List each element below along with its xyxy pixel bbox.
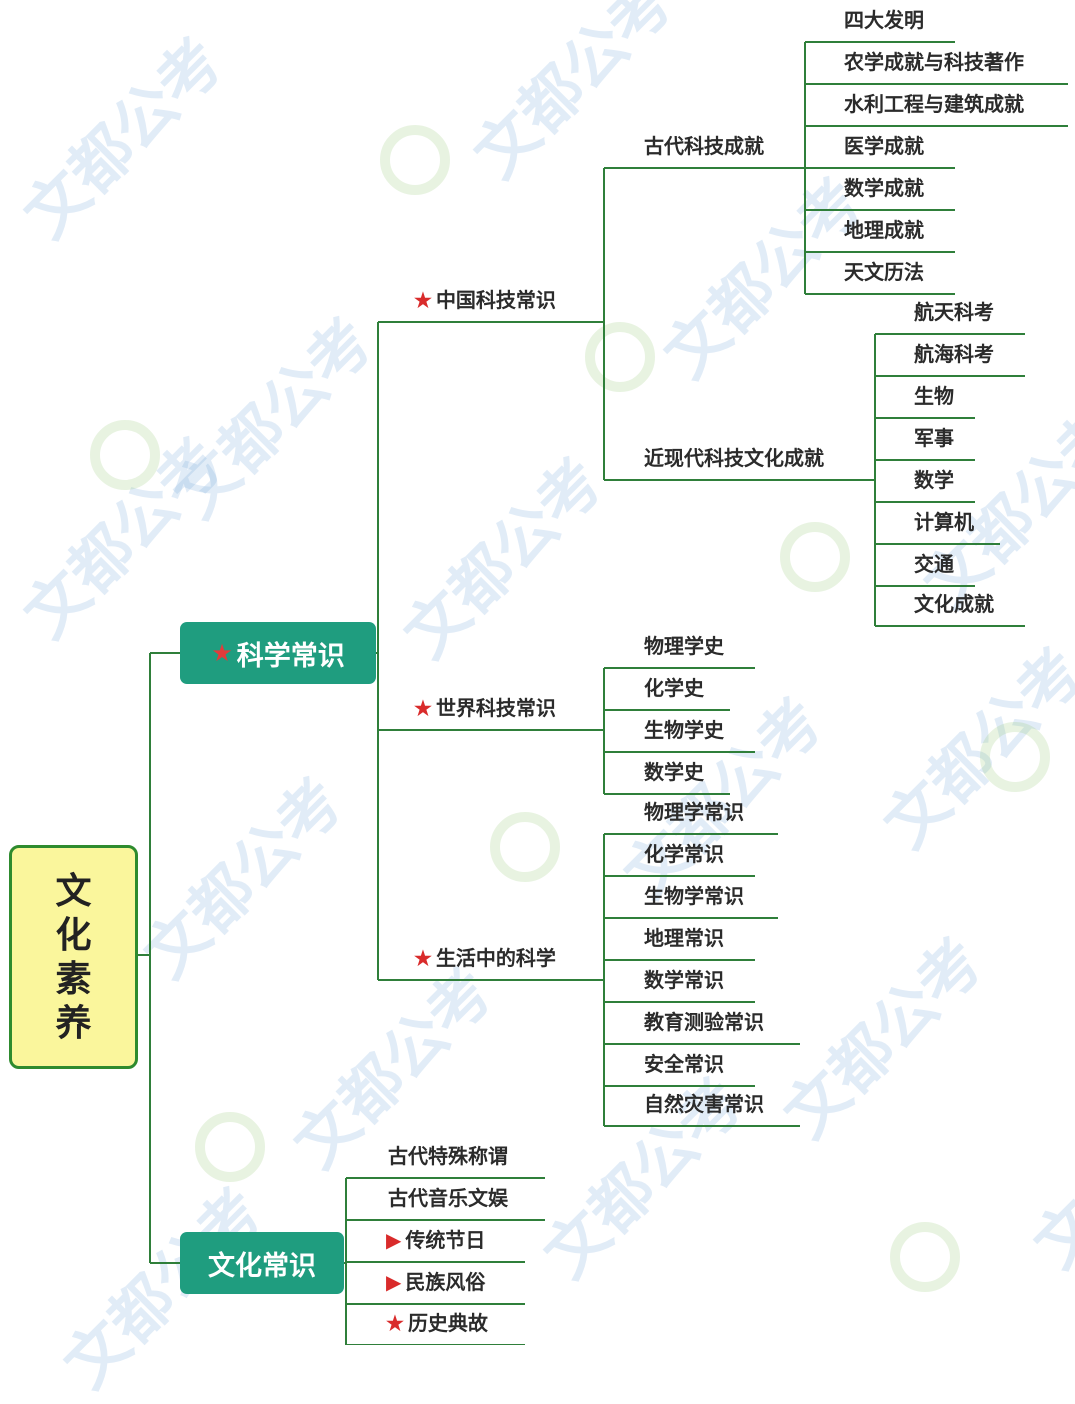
culture-leaf-label: 古代特殊称谓 [388, 1144, 508, 1168]
ancient-leaf-label: 医学成就 [844, 134, 924, 158]
culture-leaf[interactable]: ▶传统节日 [386, 1228, 485, 1252]
ancient-leaf-label: 四大发明 [844, 8, 924, 32]
modern-leaf[interactable]: 生物 [914, 384, 954, 408]
modern-leaf-label: 生物 [914, 384, 954, 408]
mind-map: 文都公考文都公考文都公考文都公考文都公考文都公考文都公考文都公考文都公考文都公考… [9, 0, 1075, 1402]
ancient-leaf-label: 天文历法 [844, 260, 924, 284]
life-sci-node-label: 生活中的科学 [435, 946, 556, 970]
ancient-leaf-label: 地理成就 [844, 218, 924, 242]
life-leaf-label: 安全常识 [644, 1052, 724, 1076]
ancient-node-label: 古代科技成就 [644, 134, 764, 158]
culture-leaf-label: 传统节日 [405, 1228, 486, 1252]
star-icon: ★ [414, 946, 432, 970]
branch-science-label: 科学常识 [236, 640, 345, 672]
life-leaf-label: 教育测验常识 [644, 1010, 764, 1034]
life-sci-node[interactable]: ★生活中的科学 [414, 946, 556, 970]
connector-lines [138, 41, 1068, 1345]
life-leaf-label: 自然灾害常识 [644, 1092, 764, 1116]
life-leaf[interactable]: 安全常识 [644, 1052, 724, 1076]
ancient-leaf[interactable]: 农学成就与科技著作 [844, 50, 1024, 74]
modern-leaf[interactable]: 计算机 [914, 510, 974, 534]
life-leaf-label: 数学常识 [644, 968, 724, 992]
life-leaf-label: 化学常识 [644, 842, 724, 866]
life-leaf[interactable]: 化学常识 [644, 842, 724, 866]
root-node[interactable]: 文化素养 [9, 845, 138, 1069]
flag-icon: ▶ [386, 1228, 402, 1252]
life-leaf[interactable]: 数学常识 [644, 968, 724, 992]
china-sci-node[interactable]: ★中国科技常识 [414, 288, 556, 312]
modern-leaf[interactable]: 文化成就 [914, 592, 994, 616]
ancient-leaf-label: 数学成就 [844, 176, 924, 200]
flag-icon: ▶ [386, 1270, 402, 1294]
world-leaf[interactable]: 物理学史 [644, 634, 724, 658]
world-leaf-label: 生物学史 [644, 718, 724, 742]
branch-culture-label: 文化常识 [208, 1250, 316, 1282]
world-leaf-label: 物理学史 [644, 634, 724, 658]
modern-node[interactable]: 近现代科技文化成就 [644, 446, 824, 470]
modern-leaf-label: 数学 [914, 468, 954, 492]
culture-leaf[interactable]: ▶民族风俗 [386, 1270, 485, 1294]
modern-leaf[interactable]: 军事 [914, 426, 954, 450]
life-leaf[interactable]: 自然灾害常识 [644, 1092, 764, 1116]
life-leaf-label: 生物学常识 [644, 884, 744, 908]
branch-science[interactable]: ★ 科学常识 [180, 622, 376, 684]
star-icon: ★ [414, 696, 432, 720]
modern-leaf-label: 计算机 [914, 510, 974, 534]
world-sci-node-label: 世界科技常识 [435, 696, 556, 720]
root-label: 文化素养 [55, 870, 92, 1044]
modern-leaf[interactable]: 航天科考 [914, 300, 994, 324]
ancient-leaf-label: 农学成就与科技著作 [844, 50, 1024, 74]
culture-leaf-label: 民族风俗 [405, 1270, 486, 1294]
ancient-leaf-label: 水利工程与建筑成就 [844, 92, 1024, 116]
branch-culture[interactable]: 文化常识 [180, 1232, 344, 1294]
modern-leaf-label: 航海科考 [914, 342, 994, 366]
world-leaf[interactable]: 数学史 [644, 760, 704, 784]
ancient-leaf[interactable]: 水利工程与建筑成就 [844, 92, 1024, 116]
culture-leaf[interactable]: ★历史典故 [386, 1311, 488, 1335]
culture-leaf[interactable]: 古代音乐文娱 [388, 1186, 508, 1210]
life-leaf-label: 物理学常识 [644, 800, 744, 824]
culture-leaf-label: 历史典故 [407, 1311, 488, 1335]
life-leaf[interactable]: 生物学常识 [644, 884, 744, 908]
ancient-leaf[interactable]: 天文历法 [844, 260, 924, 284]
china-sci-node-label: 中国科技常识 [435, 288, 556, 312]
modern-leaf-label: 文化成就 [914, 592, 994, 616]
modern-node-label: 近现代科技文化成就 [644, 446, 824, 470]
world-leaf[interactable]: 生物学史 [644, 718, 724, 742]
world-sci-node[interactable]: ★世界科技常识 [414, 696, 556, 720]
modern-leaf[interactable]: 交通 [914, 552, 954, 576]
life-leaf[interactable]: 物理学常识 [644, 800, 744, 824]
ancient-leaf[interactable]: 地理成就 [844, 218, 924, 242]
star-icon: ★ [414, 288, 432, 312]
star-icon: ★ [211, 639, 233, 667]
ancient-leaf[interactable]: 四大发明 [844, 8, 924, 32]
ancient-leaf[interactable]: 数学成就 [844, 176, 924, 200]
culture-leaf[interactable]: 古代特殊称谓 [388, 1144, 508, 1168]
modern-leaf[interactable]: 数学 [914, 468, 954, 492]
life-leaf[interactable]: 地理常识 [644, 926, 724, 950]
world-leaf-label: 数学史 [644, 760, 704, 784]
modern-leaf-label: 军事 [914, 426, 954, 450]
modern-leaf[interactable]: 航海科考 [914, 342, 994, 366]
modern-leaf-label: 交通 [914, 552, 954, 576]
modern-leaf-label: 航天科考 [914, 300, 994, 324]
life-leaf[interactable]: 教育测验常识 [644, 1010, 764, 1034]
ancient-node[interactable]: 古代科技成就 [644, 134, 764, 158]
life-leaf-label: 地理常识 [644, 926, 724, 950]
culture-leaf-label: 古代音乐文娱 [388, 1186, 508, 1210]
world-leaf[interactable]: 化学史 [644, 676, 704, 700]
star-icon: ★ [386, 1311, 404, 1335]
world-leaf-label: 化学史 [644, 676, 704, 700]
ancient-leaf[interactable]: 医学成就 [844, 134, 924, 158]
